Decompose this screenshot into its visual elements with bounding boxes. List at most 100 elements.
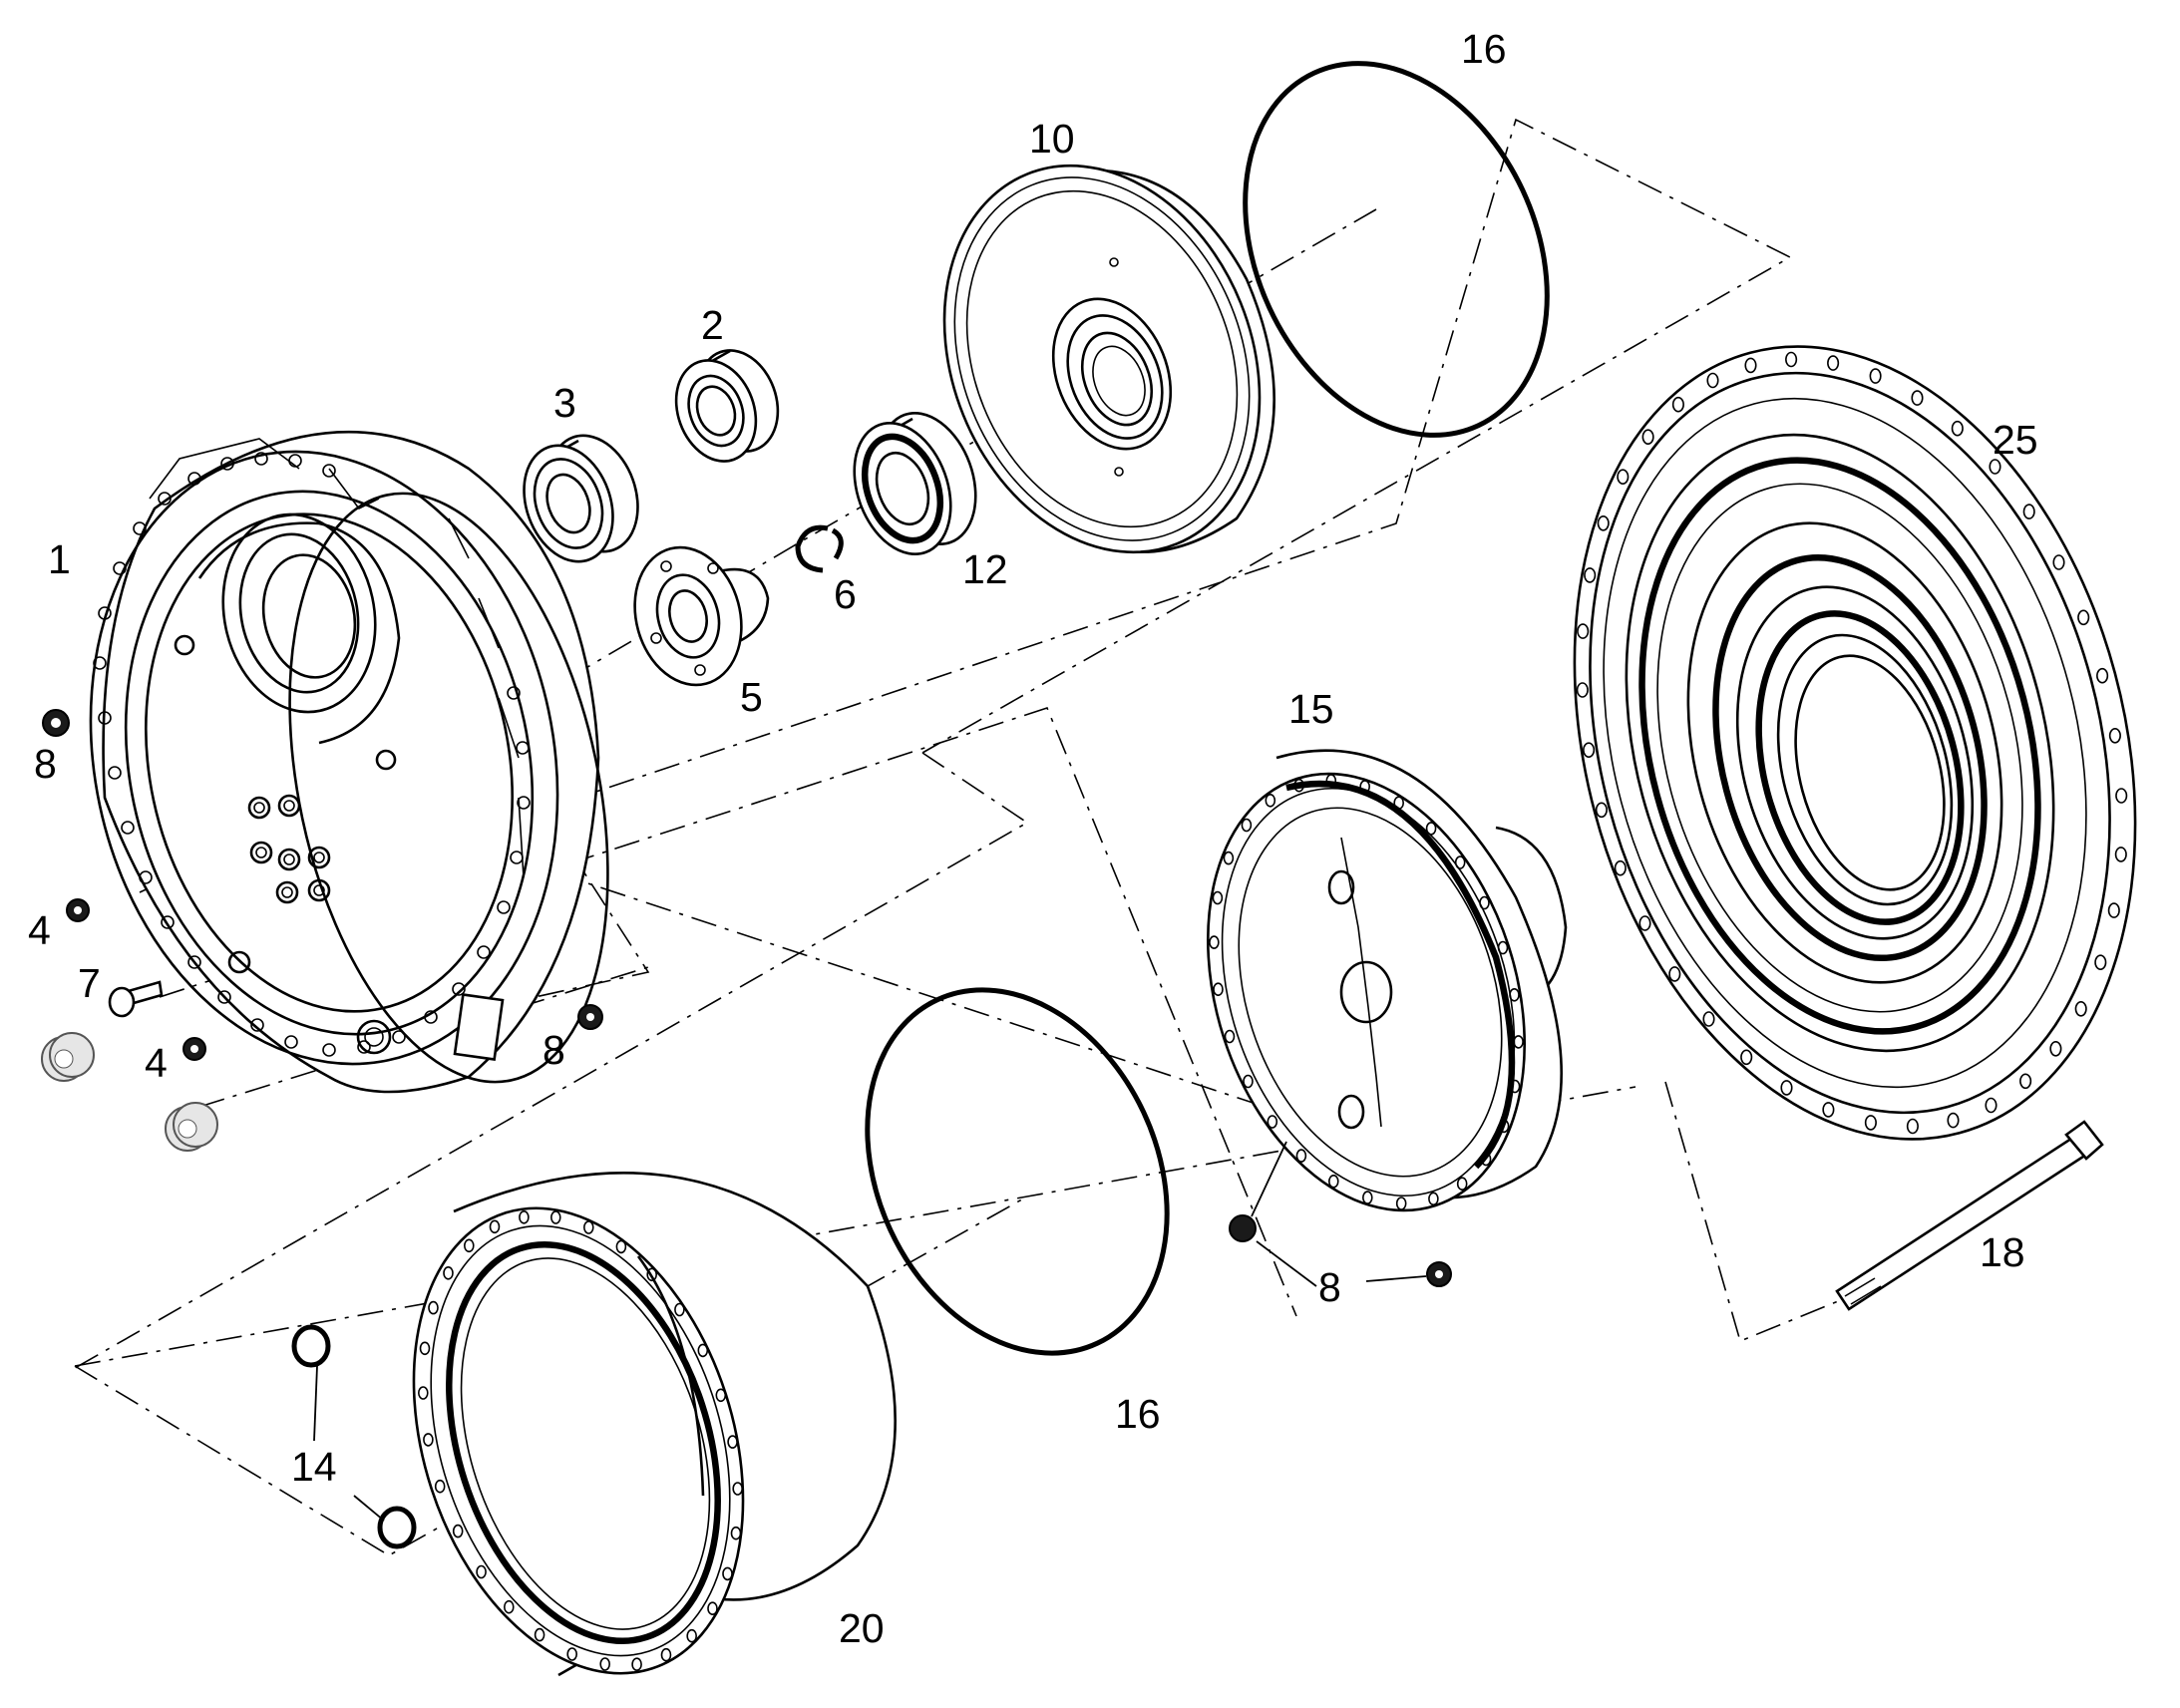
label-14: 14: [291, 1444, 337, 1490]
bolt-hole: [732, 1482, 744, 1496]
bolt-hole: [566, 1647, 578, 1661]
label-2: 2: [701, 302, 724, 348]
bolt-hole: [2049, 1041, 2062, 1057]
bolt-hole: [2077, 609, 2090, 626]
label-4-upper: 4: [28, 907, 51, 953]
bolt-hole: [1223, 851, 1235, 865]
callout-labels: 1 2 3 4 4 5 6 7 8 8 8 10 12 14 15 16 16 …: [28, 26, 2038, 1651]
part-7-bolt: [108, 980, 164, 1018]
label-8-left: 8: [34, 741, 57, 787]
bolt-hole: [1641, 429, 1654, 446]
bolt-hole: [599, 1657, 611, 1671]
bolt-hole: [1906, 1118, 1919, 1135]
bolt-hole: [722, 1566, 733, 1581]
bolt-hole: [1617, 469, 1630, 486]
bolt-hole: [549, 1210, 561, 1224]
bolt-hole: [1671, 396, 1684, 413]
bolt-hole: [727, 1435, 738, 1449]
bolt-hole: [1265, 793, 1276, 808]
part-18-rod: [1835, 1120, 2104, 1311]
bolt-hole: [534, 1627, 545, 1642]
bolt-hole: [1947, 1112, 1960, 1129]
part-20-ring-housing: [412, 1172, 897, 1677]
label-20: 20: [839, 1605, 885, 1651]
bolt-hole: [1393, 796, 1404, 811]
label-6: 6: [834, 571, 857, 617]
label-10: 10: [1029, 116, 1075, 162]
label-4-lower: 4: [145, 1040, 168, 1086]
bolt-hole: [1395, 1196, 1407, 1210]
bolt-hole: [1209, 935, 1220, 949]
bolt-hole: [1293, 778, 1304, 793]
label-16-bottom: 16: [1115, 1391, 1161, 1437]
bolt-hole: [463, 1238, 475, 1253]
part-3-bearing: [523, 434, 639, 563]
bolt-hole: [2074, 1000, 2087, 1017]
bolt-hole: [476, 1564, 487, 1579]
bolt-hole: [1595, 802, 1608, 819]
bolt-hole: [489, 1219, 501, 1234]
part-4-plug-lower: [182, 1037, 206, 1061]
label-12: 12: [962, 546, 1008, 592]
bolt-hole: [715, 1388, 727, 1403]
bolt-hole: [730, 1526, 742, 1540]
bolt-hole: [1780, 1080, 1793, 1096]
bolt-hole: [1702, 1011, 1715, 1027]
bolt-hole: [1584, 567, 1597, 583]
bolt-hole: [1243, 1074, 1254, 1089]
bolt-hole: [417, 1386, 429, 1400]
bolt-hole: [1359, 780, 1370, 794]
bolt-hole: [519, 1210, 530, 1224]
label-1: 1: [48, 536, 71, 582]
bolt-hole: [1425, 822, 1437, 836]
bolt-hole: [1583, 742, 1596, 759]
bolt-hole: [419, 1341, 431, 1356]
bolt-hole: [1951, 420, 1964, 437]
label-8-center: 8: [543, 1027, 565, 1073]
label-16-top: 16: [1461, 26, 1507, 72]
leader-lines: [313, 1141, 1427, 1522]
bolt-hole: [674, 1302, 685, 1317]
bolt-hole: [1224, 1029, 1236, 1044]
part-6-circlip: [795, 524, 844, 573]
part-12-bearing: [853, 411, 977, 556]
part-1-housing: [89, 430, 609, 1094]
bolt-hole: [631, 1657, 642, 1671]
bolt-hole: [1328, 1175, 1339, 1189]
bolt-hole: [2107, 902, 2120, 918]
bolt-hole: [2096, 667, 2109, 684]
part-16-oring-top: [1243, 61, 1550, 438]
part-10-cover: [942, 164, 1275, 554]
bolt-hole: [1597, 514, 1610, 531]
bolt-hole: [1498, 1119, 1510, 1134]
bolt-hole: [1668, 966, 1681, 982]
part-8-plug-upper-left: [42, 709, 70, 737]
bolt-hole: [1509, 987, 1520, 1002]
label-5: 5: [740, 674, 763, 720]
part-14-oring-lower: [377, 1506, 417, 1549]
bolt-hole: [707, 1601, 718, 1615]
bolt-hole: [1577, 623, 1590, 639]
bolt-hole: [1456, 1177, 1468, 1191]
bolt-hole: [1479, 895, 1490, 910]
bolt-hole: [434, 1479, 446, 1494]
bolt-hole: [2115, 788, 2128, 804]
bolt-hole: [1785, 351, 1798, 368]
part-8-plug-hub: [1229, 1214, 1452, 1287]
bolt-hole: [1212, 890, 1224, 905]
bolt-hole: [1480, 1152, 1492, 1167]
bolt-hole: [1428, 1192, 1439, 1206]
label-25: 25: [1993, 417, 2038, 463]
bolt-hole: [1989, 459, 2001, 475]
bolt-hole: [2022, 504, 2035, 519]
bolt-hole: [615, 1239, 627, 1254]
bolt-hole: [1576, 682, 1589, 698]
label-15: 15: [1288, 686, 1334, 732]
bolt-hole: [2052, 554, 2065, 570]
bolt-hole: [1497, 940, 1509, 955]
plug-fitting-left: [41, 1032, 95, 1082]
bolt-hole: [428, 1300, 439, 1315]
bolt-hole: [503, 1599, 515, 1614]
part-25-flange: [1573, 345, 2137, 1141]
